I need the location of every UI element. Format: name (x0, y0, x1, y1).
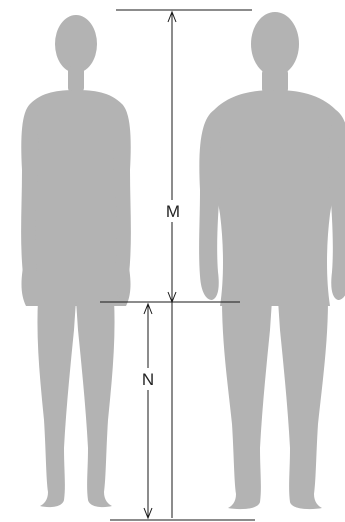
female-right-arm (113, 104, 131, 298)
female-right-leg (76, 300, 115, 507)
male-silhouette (199, 12, 345, 509)
male-torso (212, 90, 337, 306)
female-neck (68, 66, 84, 92)
male-right-arm (329, 110, 345, 300)
female-left-leg (37, 300, 76, 507)
n-label: N (142, 370, 154, 389)
female-left-arm (21, 104, 39, 298)
male-left-arm (199, 110, 221, 300)
female-torso (22, 90, 131, 306)
male-right-leg (278, 300, 328, 509)
m-label: M (166, 202, 180, 221)
female-head (55, 15, 97, 73)
female-silhouette (21, 15, 131, 507)
male-left-leg (222, 300, 272, 509)
male-head (251, 12, 299, 76)
